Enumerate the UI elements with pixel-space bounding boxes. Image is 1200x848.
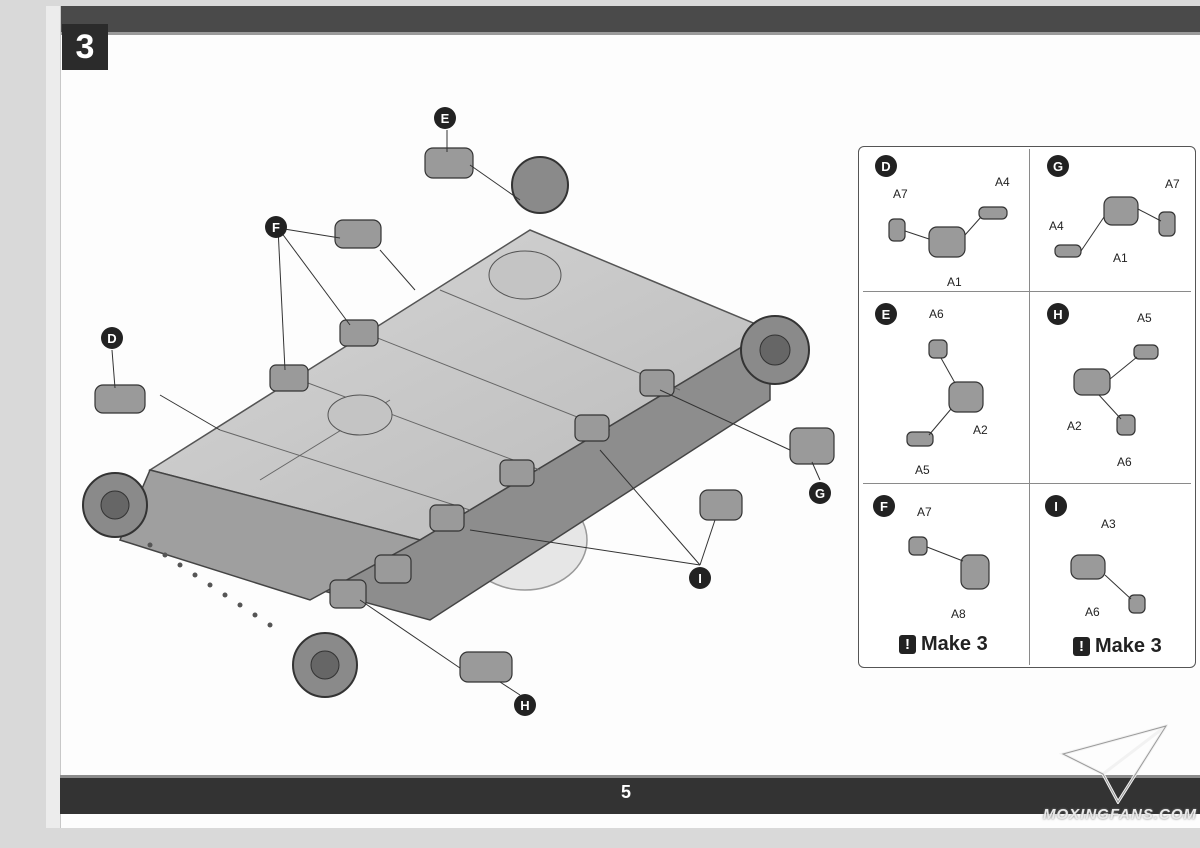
f-part-a8: [960, 554, 990, 590]
suspension-parts: [94, 147, 835, 683]
footer-bar-highlight: [60, 775, 1200, 778]
i-part-a3: [1070, 554, 1106, 580]
detail-f-badge: F: [873, 495, 895, 517]
h-part-a2: [1073, 368, 1111, 396]
step-number: 3: [62, 24, 108, 70]
header-bar-highlight: [46, 32, 1200, 35]
detail-d-label-a1: A1: [947, 275, 962, 289]
rear-sprocket-hub: [759, 334, 791, 366]
header-bar: [46, 6, 1200, 34]
h-part-a5: [1133, 344, 1159, 360]
sub-assembly-panel: D A7 A4 A1 G A7 A4 A1 E A6 A2 A5 H A5 A2…: [858, 146, 1196, 668]
detail-h-label-a5: A5: [1137, 311, 1152, 325]
warning-icon: !: [899, 635, 916, 654]
detail-g-badge: G: [1047, 155, 1069, 177]
detail-e-label-a2: A2: [973, 423, 988, 437]
detail-f-label-a8: A8: [951, 607, 966, 621]
detail-h-label-a2: A2: [1067, 419, 1082, 433]
rear-hatch: [488, 250, 562, 300]
detail-e-badge: E: [875, 303, 897, 325]
panel-divider-2: [863, 483, 1191, 484]
front-sprocket-hub: [100, 490, 130, 520]
f-part-a7: [908, 536, 928, 556]
e-part-a2: [948, 381, 984, 413]
warning-icon: !: [1073, 637, 1090, 656]
detail-d-badge: D: [875, 155, 897, 177]
rear-idler: [511, 156, 569, 214]
detail-f-label-a7: A7: [917, 505, 932, 519]
detail-i-label-a6: A6: [1085, 605, 1100, 619]
detail-h-label-a6: A6: [1117, 455, 1132, 469]
paper-plane-logo-icon: [1058, 724, 1168, 804]
g-part-a7: [1158, 211, 1176, 237]
callout-g: G: [809, 482, 831, 504]
detail-i-badge: I: [1045, 495, 1067, 517]
detail-d-label-a7: A7: [893, 187, 908, 201]
h-part-a6: [1116, 414, 1136, 436]
detail-e-label-a5: A5: [915, 463, 930, 477]
detail-i-make-text: Make 3: [1095, 635, 1162, 657]
panel-divider-vertical: [1029, 149, 1030, 665]
footer-bar: [60, 778, 1200, 814]
watermark-text: MOXINGFANS.COM: [1042, 806, 1197, 823]
detail-g-label-a1: A1: [1113, 251, 1128, 265]
detail-e-label-a6: A6: [929, 307, 944, 321]
i-part-a6: [1128, 594, 1146, 614]
detail-f-make-text: Make 3: [921, 633, 988, 655]
hull-assembly-illustration: [82, 130, 835, 698]
callout-f: F: [265, 216, 287, 238]
binding-edge: [46, 6, 61, 828]
page-number: 5: [620, 782, 631, 802]
front-hatch: [327, 394, 393, 436]
front-plate-rivets: [147, 542, 273, 628]
d-part-a1: [928, 226, 966, 258]
panel-divider-1: [863, 291, 1191, 292]
e-part-a5: [906, 431, 934, 447]
g-part-a1: [1103, 196, 1139, 226]
detail-h-badge: H: [1047, 303, 1069, 325]
callout-d: D: [101, 327, 123, 349]
detail-i-make-note: ! Make 3: [1073, 635, 1162, 658]
sub-assembly-arrows: [904, 208, 1162, 600]
callout-i: I: [689, 567, 711, 589]
d-part-a4: [978, 206, 1008, 220]
d-part-a7: [888, 218, 906, 242]
sub-assembly-drawings: [888, 196, 1176, 614]
detail-g-label-a7: A7: [1165, 177, 1180, 191]
front-right-sprocket-hub: [310, 650, 340, 680]
detail-i-label-a3: A3: [1101, 517, 1116, 531]
detail-d-label-a4: A4: [995, 175, 1010, 189]
detail-g-label-a4: A4: [1049, 219, 1064, 233]
e-part-a6: [928, 339, 948, 359]
detail-f-make-note: ! Make 3: [899, 633, 988, 656]
assembly-leader-lines: [111, 130, 821, 696]
g-part-a4: [1054, 244, 1082, 258]
callout-e: E: [434, 107, 456, 129]
callout-h: H: [514, 694, 536, 716]
